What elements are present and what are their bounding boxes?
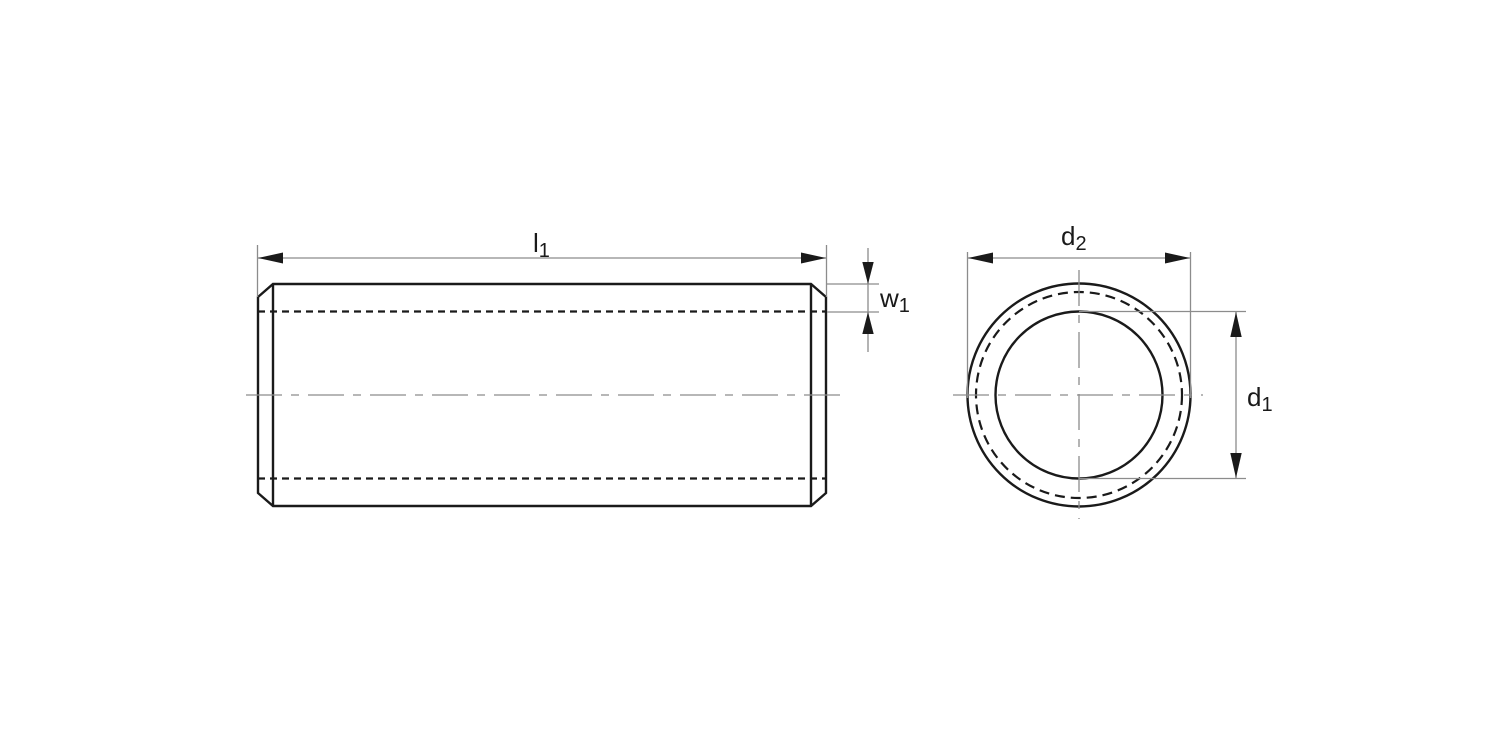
d2-arrow-right-icon — [1165, 252, 1190, 264]
d1-label-base: d — [1247, 382, 1261, 412]
d2-label-base: d — [1061, 221, 1075, 251]
d2-arrow-left-icon — [968, 252, 993, 264]
l1-arrow-left-icon — [258, 252, 283, 264]
w1-label-base: w — [879, 283, 899, 313]
d2-label: d2 — [1061, 221, 1087, 255]
dimension-d1: d1 — [1079, 310, 1273, 480]
dimension-l1: l1 — [256, 228, 828, 297]
dimension-w1: w1 — [827, 248, 910, 352]
side-view — [246, 282, 848, 508]
end-view — [953, 270, 1203, 519]
d2-label-sub: 2 — [1075, 233, 1086, 255]
w1-arrow-down-icon — [862, 262, 874, 284]
d1-label: d1 — [1247, 382, 1273, 416]
d1-label-sub: 1 — [1261, 394, 1272, 416]
d1-arrow-down-icon — [1230, 453, 1242, 478]
l1-label-base: l — [533, 228, 539, 258]
d1-arrow-up-icon — [1230, 312, 1242, 337]
dimension-d2: d2 — [966, 221, 1192, 398]
l1-arrow-right-icon — [801, 252, 826, 264]
w1-label: w1 — [879, 283, 910, 317]
w1-arrow-up-icon — [862, 312, 874, 334]
w1-label-sub: 1 — [899, 295, 910, 317]
l1-label: l1 — [533, 228, 550, 262]
l1-label-sub: 1 — [539, 240, 550, 262]
